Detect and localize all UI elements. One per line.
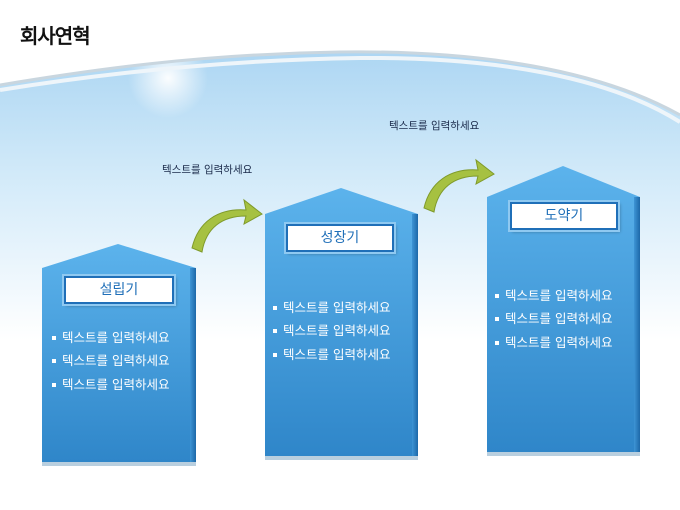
page-title: 회사연혁	[20, 24, 91, 48]
stage-label-2: 성장기	[286, 224, 394, 252]
bullet-icon	[52, 382, 56, 387]
stage-label-3: 도약기	[510, 202, 618, 230]
caption-right: 텍스트를 입력하세요	[389, 120, 480, 132]
stage-arrow-3	[487, 166, 640, 456]
bullet-icon	[273, 352, 277, 357]
list-item: 텍스트를 입력하세요	[273, 343, 390, 367]
stage-2-items: 텍스트를 입력하세요 텍스트를 입력하세요 텍스트를 입력하세요	[273, 296, 390, 367]
bullet-icon	[52, 335, 56, 340]
list-item: 텍스트를 입력하세요	[495, 284, 612, 308]
list-item: 텍스트를 입력하세요	[495, 308, 612, 332]
list-item: 텍스트를 입력하세요	[273, 296, 390, 320]
bullet-icon	[495, 293, 499, 298]
bullet-icon	[52, 359, 56, 364]
bullet-icon	[273, 329, 277, 334]
list-item: 텍스트를 입력하세요	[273, 320, 390, 344]
stage-3-items: 텍스트를 입력하세요 텍스트를 입력하세요 텍스트를 입력하세요	[495, 284, 612, 355]
bullet-icon	[273, 305, 277, 310]
list-item: 텍스트를 입력하세요	[52, 326, 169, 350]
list-item: 텍스트를 입력하세요	[52, 350, 169, 374]
list-item: 텍스트를 입력하세요	[495, 331, 612, 355]
bullet-icon	[495, 317, 499, 322]
stage-arrow-2	[265, 188, 418, 460]
bullet-icon	[495, 340, 499, 345]
curved-arrow-icon	[423, 158, 495, 213]
list-item: 텍스트를 입력하세요	[52, 373, 169, 397]
stage-1-items: 텍스트를 입력하세요 텍스트를 입력하세요 텍스트를 입력하세요	[52, 326, 169, 397]
curved-arrow-icon	[191, 198, 263, 253]
stage-label-1: 설립기	[64, 276, 174, 304]
caption-left: 텍스트를 입력하세요	[162, 164, 253, 176]
